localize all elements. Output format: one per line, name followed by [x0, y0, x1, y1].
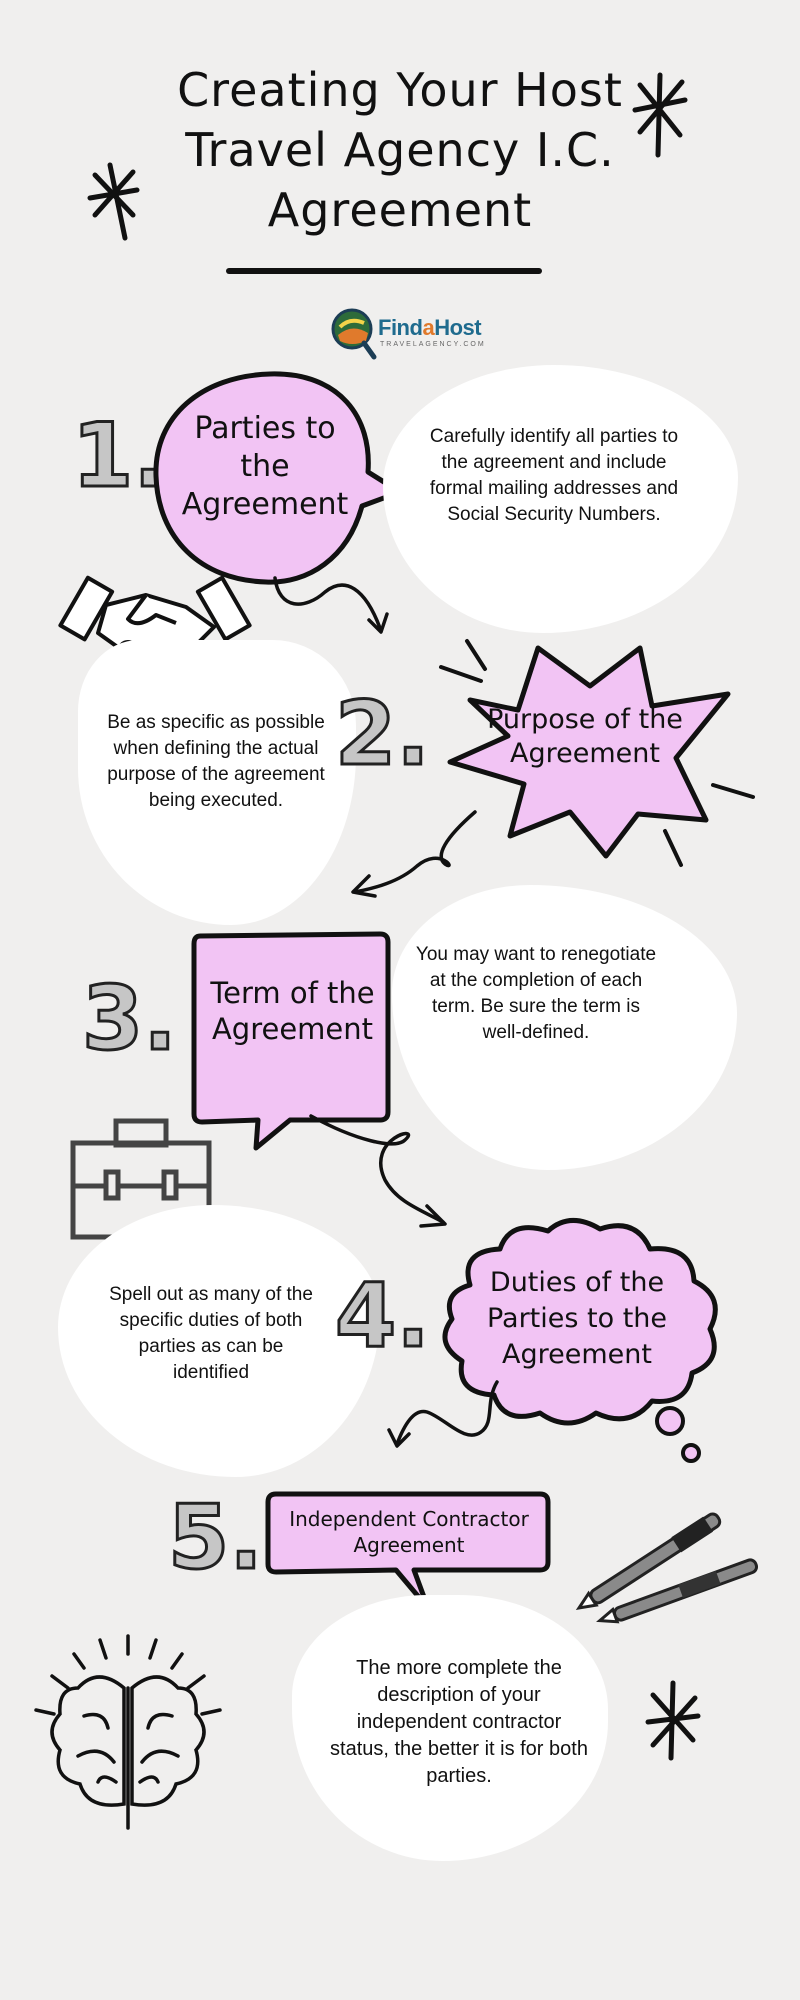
asterisk-icon: [632, 72, 688, 158]
page-title: Creating Your Host Travel Agency I.C. Ag…: [100, 60, 700, 240]
step-1-heading: Parties to the Agreement: [181, 411, 349, 522]
step-1-text: Carefully identify all parties to the ag…: [429, 426, 679, 525]
step-4-text: Spell out as many of the specific duties…: [109, 1284, 313, 1383]
title-line-3: Agreement: [267, 183, 533, 237]
arrow-icon: [309, 1114, 447, 1228]
title-line-2: Travel Agency I.C.: [185, 123, 615, 177]
step-4-thought-cloud: [442, 1218, 718, 1463]
step-1-speech-bubble: [153, 371, 403, 585]
step-3-heading: Term of the Agreement: [210, 976, 375, 1046]
step-2-text: Be as specific as possible when defining…: [107, 712, 325, 811]
step-2-burst-shape: [447, 645, 731, 859]
logo-globe-icon: [331, 308, 377, 360]
findahost-logo[interactable]: FindaHost TRAVELAGENCY.COM: [330, 305, 490, 365]
pens-icon: [575, 1512, 759, 1624]
step-5-text-blob: [292, 1595, 608, 1861]
title-line-1: Creating Your Host: [177, 63, 623, 117]
logo-tagline: TRAVELAGENCY.COM: [380, 341, 486, 348]
step-1-text-blob: [383, 365, 738, 633]
step-3-text: You may want to renegotiate at the compl…: [415, 944, 657, 1043]
step-3-speech-box: [191, 931, 391, 1151]
step-5-text: The more complete the description of you…: [330, 1657, 588, 1787]
step-4-heading: Duties of the Parties to the Agreement: [486, 1267, 668, 1370]
step-4-text-blob: [58, 1205, 380, 1477]
step-5-heading: Independent Contractor Agreement: [289, 1507, 529, 1557]
step-2-number: 2.: [334, 682, 432, 785]
asterisk-icon: [645, 1680, 701, 1761]
arrow-icon: [273, 576, 389, 634]
step-3-number: 3.: [81, 967, 179, 1070]
title-underline: [226, 268, 542, 274]
step-3-text-blob: [392, 885, 737, 1170]
step-5-speech-box: [265, 1491, 551, 1611]
arrow-icon: [387, 1380, 499, 1448]
step-4-number: 4.: [334, 1264, 432, 1367]
burst-lines-icon: [439, 639, 755, 867]
step-1-number: 1.: [71, 404, 169, 507]
step-5-number: 5.: [167, 1486, 265, 1589]
arrow-icon: [351, 810, 477, 898]
logo-wordmark: FindaHost: [378, 315, 482, 340]
asterisk-icon: [87, 162, 140, 241]
brain-icon: [34, 1634, 222, 1830]
briefcase-icon: [70, 1118, 212, 1240]
step-2-heading: Purpose of the Agreement: [487, 704, 683, 769]
step-2-text-blob: [78, 640, 356, 925]
